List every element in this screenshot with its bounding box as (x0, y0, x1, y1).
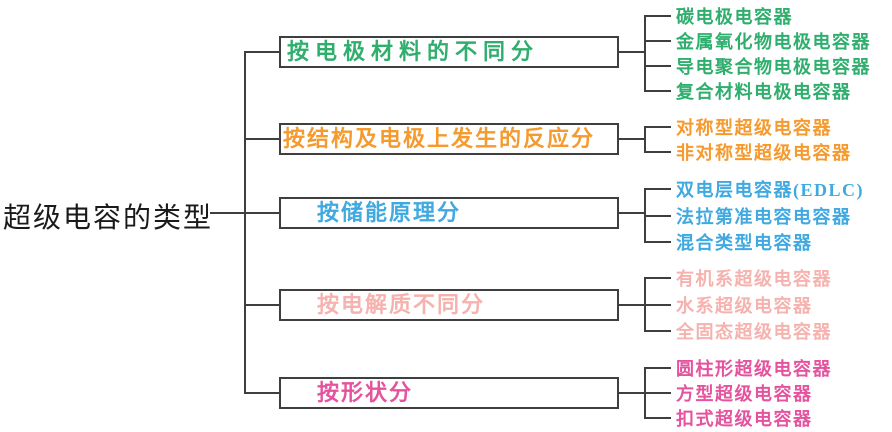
leaf-label: 导电聚合物电极电容器 (676, 57, 871, 77)
fan-line (644, 126, 646, 153)
leaf-tick-line (644, 65, 671, 67)
category-box-structure-reaction: 按结构及电极上发生的反应分 (279, 123, 619, 155)
leaf-label: 碳电极电容器 (676, 7, 793, 27)
leaf-tick-line (644, 215, 671, 217)
leaf-tick-line (644, 367, 671, 369)
category-label: 按结构及电极上发生的反应分 (283, 126, 596, 151)
leaf-label: 对称型超级电容器 (676, 118, 832, 138)
leaf-tick-line (644, 392, 671, 394)
leaf-label: 法拉第准电容电容器 (676, 207, 852, 227)
leaf-label: 方型超级电容器 (676, 384, 813, 404)
category-box-shape: 按形状分 (279, 377, 619, 409)
category-box-electrolyte: 按电解质不同分 (279, 289, 619, 321)
branch-line (244, 212, 281, 214)
leaf-label: 扣式超级电容器 (676, 409, 813, 429)
branch-line (244, 392, 281, 394)
branch-line (244, 304, 281, 306)
box-fan-line (617, 304, 646, 306)
leaf-label: 非对称型超级电容器 (676, 143, 852, 163)
category-box-electrode-material: 按电极材料的不同分 (279, 36, 619, 68)
leaf-label: 金属氧化物电极电容器 (676, 32, 871, 52)
leaf-label: 双电层电容器(EDLC) (676, 180, 864, 200)
category-label: 按电极材料的不同分 (287, 39, 540, 64)
category-label: 按形状分 (317, 380, 414, 405)
trunk-line (244, 51, 246, 394)
leaf-label: 复合材料电极电容器 (676, 82, 852, 102)
leaf-label: 水系超级电容器 (676, 296, 813, 316)
leaf-tick-line (644, 188, 671, 190)
leaf-label: 圆柱形超级电容器 (676, 359, 832, 379)
leaf-label: 全固态超级电容器 (676, 322, 832, 342)
leaf-tick-line (644, 126, 671, 128)
leaf-tick-line (644, 417, 671, 419)
leaf-tick-line (644, 15, 671, 17)
box-fan-line (617, 212, 646, 214)
box-fan-line (617, 138, 646, 140)
leaf-tick-line (644, 277, 671, 279)
leaf-label: 混合类型电容器 (676, 233, 813, 253)
category-box-energy-storage: 按储能原理分 (279, 197, 619, 229)
leaf-tick-line (644, 151, 671, 153)
leaf-label: 有机系超级电容器 (676, 269, 832, 289)
root-connector-line (210, 212, 246, 214)
root-label: 超级电容的类型 (3, 203, 214, 234)
leaf-tick-line (644, 90, 671, 92)
leaf-tick-line (644, 241, 671, 243)
fan-line (644, 15, 646, 92)
leaf-tick-line (644, 304, 671, 306)
box-fan-line (617, 51, 646, 53)
box-fan-line (617, 392, 646, 394)
leaf-tick-line (644, 330, 671, 332)
category-label: 按储能原理分 (317, 200, 462, 225)
branch-line (244, 138, 281, 140)
branch-line (244, 51, 281, 53)
leaf-tick-line (644, 40, 671, 42)
category-label: 按电解质不同分 (317, 292, 486, 317)
